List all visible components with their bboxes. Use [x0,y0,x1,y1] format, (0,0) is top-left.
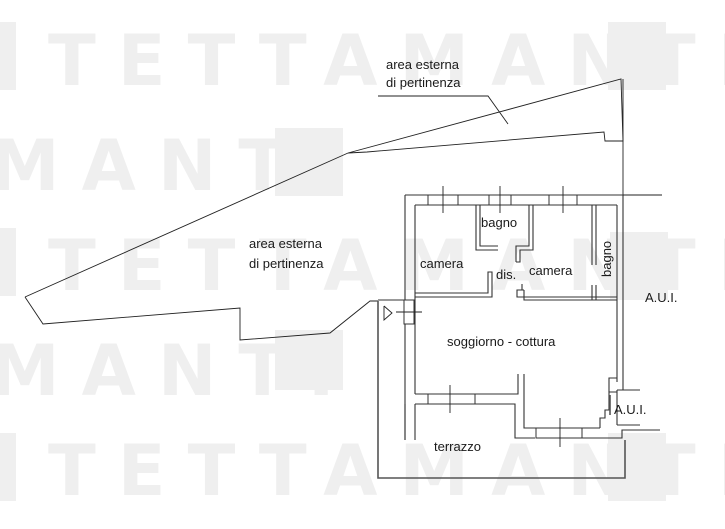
building-walls [377,186,662,479]
label-soggiorno: soggiorno - cottura [447,334,556,349]
logo-icon [0,22,16,90]
room-labels: area esterna di pertinenza area esterna … [249,57,678,454]
label-dis: dis. [496,267,516,282]
label-camera-1: camera [420,256,464,271]
label-area-top-1: area esterna [386,57,460,72]
label-area-left-2: di pertinenza [249,256,324,271]
label-area-left-1: area esterna [249,236,323,251]
external-area-boundary [24,78,624,341]
label-bagno-2: bagno [599,241,614,277]
logo-icon [0,228,16,296]
logo-icon [275,128,343,196]
logo-icon [275,330,343,390]
logo-icon [0,433,16,501]
watermark: TETTAMANTI MANTI TETTAMANTI MANTI TETTAM… [0,20,725,512]
label-bagno-1: bagno [481,215,517,230]
logo-icon [608,433,666,501]
label-camera-2: camera [529,263,573,278]
label-aui-1: A.U.I. [645,290,678,305]
label-aui-2: A.U.I. [614,402,647,417]
label-area-top-2: di pertinenza [386,75,461,90]
label-terrazzo: terrazzo [434,439,481,454]
logo-icon [610,232,668,300]
logo-icon [608,22,666,90]
